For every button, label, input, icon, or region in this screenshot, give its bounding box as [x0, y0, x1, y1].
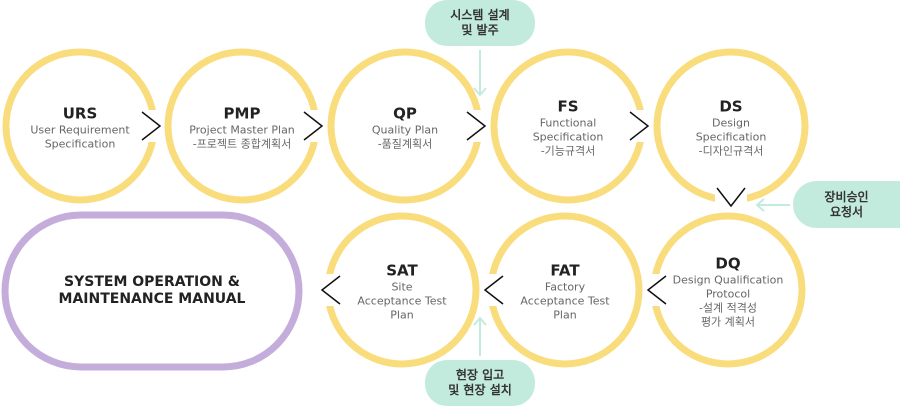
note-line: 및 현장 설치 — [448, 383, 512, 397]
node-subtitle: Design — [712, 116, 750, 130]
chevron-arrow-icon — [483, 275, 504, 305]
arrowhead-icon — [755, 198, 765, 212]
final-pill-outline — [1, 211, 303, 371]
chevron-arrow-icon — [141, 111, 162, 141]
node-title: URS — [62, 104, 98, 123]
node-subtitle: Plan — [553, 308, 577, 322]
node-subtitle: Acceptance Test — [520, 294, 610, 308]
node-subtitle: Site — [391, 280, 413, 294]
chevron-arrow-icon — [320, 275, 341, 305]
final-stage-label: SYSTEM OPERATION & MAINTENANCE MANUAL — [3, 213, 301, 369]
node-subtitle: -기능규격서 — [540, 144, 596, 158]
note-approval: 장비승인 요청서 — [793, 181, 900, 228]
node-subtitle: 평가 계획서 — [700, 315, 756, 329]
node-title: FAT — [550, 261, 580, 280]
node-subtitle: Quality Plan — [371, 123, 439, 137]
note-line: 장비승인 — [824, 189, 869, 204]
node-title: FS — [557, 97, 579, 116]
note-line: 시스템 설계 — [450, 8, 510, 22]
node-subtitle: User Requirement — [30, 123, 130, 137]
node-subtitle: Specification — [532, 130, 604, 144]
chevron-arrow-icon — [646, 275, 667, 305]
node-title: QP — [393, 104, 417, 123]
node-subtitle: Factory — [544, 280, 586, 294]
node-subtitle: Functional — [539, 116, 597, 130]
node-subtitle: Specification — [695, 130, 767, 144]
note-install: 현장 입고 및 현장 설치 — [425, 360, 535, 406]
node-subtitle: -설계 적격성 — [698, 301, 758, 315]
node-subtitle: Plan — [390, 308, 414, 322]
note-line: 현장 입고 — [455, 368, 505, 382]
node-subtitle: Design Qualification — [672, 273, 784, 287]
note-line: 및 발주 — [461, 23, 499, 37]
final-line-1: SYSTEM OPERATION & — [64, 274, 240, 290]
node-subtitle: -디자인규격서 — [698, 144, 764, 158]
chevron-arrow-icon — [629, 111, 650, 141]
note-order: 시스템 설계 및 발주 — [425, 0, 535, 46]
node-title: DS — [719, 97, 743, 116]
chevron-arrow-icon — [303, 111, 324, 141]
arrowhead-icon — [473, 316, 487, 326]
chevron-arrow-icon — [716, 187, 746, 208]
node-title: DQ — [715, 254, 741, 273]
arrowhead-icon — [473, 87, 487, 97]
node-title: PMP — [223, 104, 261, 123]
node-subtitle: -프로젝트 종합계획서 — [192, 137, 292, 151]
node-subtitle: Acceptance Test — [357, 294, 447, 308]
final-line-2: MAINTENANCE MANUAL — [58, 291, 246, 307]
node-subtitle: Protocol — [705, 287, 751, 301]
node-title: SAT — [386, 261, 418, 280]
node-subtitle: Project Master Plan — [189, 123, 295, 137]
note-line: 요청서 — [829, 204, 864, 219]
chevron-arrow-icon — [466, 111, 487, 141]
node-subtitle: Specification — [44, 137, 116, 151]
node-subtitle: -품질계획서 — [377, 137, 433, 151]
